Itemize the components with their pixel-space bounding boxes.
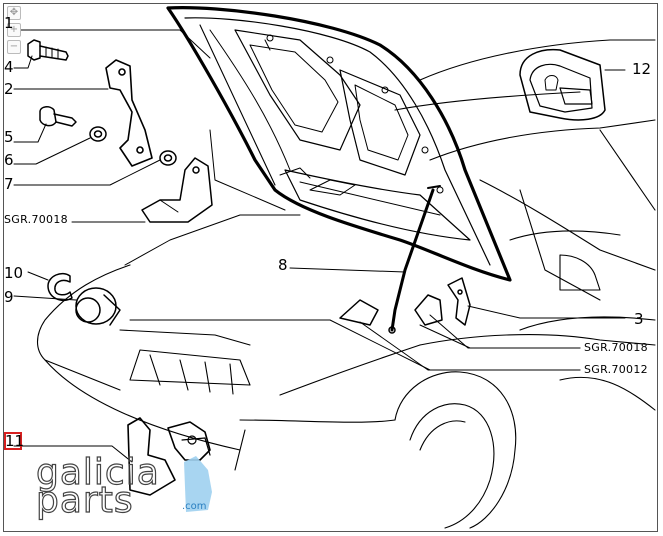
diagram-frame [3,3,658,532]
callout-3[interactable]: 3 [634,310,644,328]
part-2-bracket [105,59,153,167]
callout-8[interactable]: 8 [278,256,288,274]
part-7-grommet [159,150,177,166]
callout-12[interactable]: 12 [632,60,652,78]
zoom-in-icon[interactable]: + [7,23,21,37]
bonnet-panel [166,6,512,282]
leader-lines [13,29,626,463]
callout-4[interactable]: 4 [4,58,14,76]
part-1-bolt [27,39,69,61]
callout-6[interactable]: 6 [4,151,14,169]
part-12-lock [519,48,606,121]
callout-2[interactable]: 2 [4,80,14,98]
logo-text-line-1: galicia [35,451,160,493]
zoom-out-icon[interactable]: − [7,40,21,54]
part-5-screw [39,106,77,127]
callout-9[interactable]: 9 [4,288,14,306]
callout-11[interactable]: 11 [5,432,25,450]
sgr-70018-brackets [339,294,443,326]
sgr-70018-hinge-left [141,157,213,223]
callout-10[interactable]: 10 [4,264,24,282]
selected-callout-highlight[interactable] [4,432,22,450]
part-6-washer [89,126,107,142]
callout-ref-sgr-70012[interactable]: SGR.70012 [584,363,648,376]
logo-accent-shape [184,456,212,512]
callout-ref-sgr-70018-left[interactable]: SGR.70018 [4,213,68,226]
part-9-grommet [75,287,121,326]
galiciaparts-watermark-logo: galicia parts .com [35,451,226,522]
callout-5[interactable]: 5 [4,128,14,146]
logo-text-suffix: .com [182,501,207,512]
part-10-clip [47,272,73,302]
logo-text-line-2: parts [35,479,134,521]
callout-ref-sgr-70018-right[interactable]: SGR.70018 [584,341,648,354]
callout-7[interactable]: 7 [4,175,14,193]
pan-arrows-icon[interactable]: ✥ [7,6,21,20]
part-3-bracket [447,277,471,326]
viewer-toolbar: ✥ + − [7,6,23,57]
callout-1[interactable]: 1 [4,14,14,32]
part-8-bonnet-stay [388,185,441,334]
part-11-latch [127,417,211,496]
